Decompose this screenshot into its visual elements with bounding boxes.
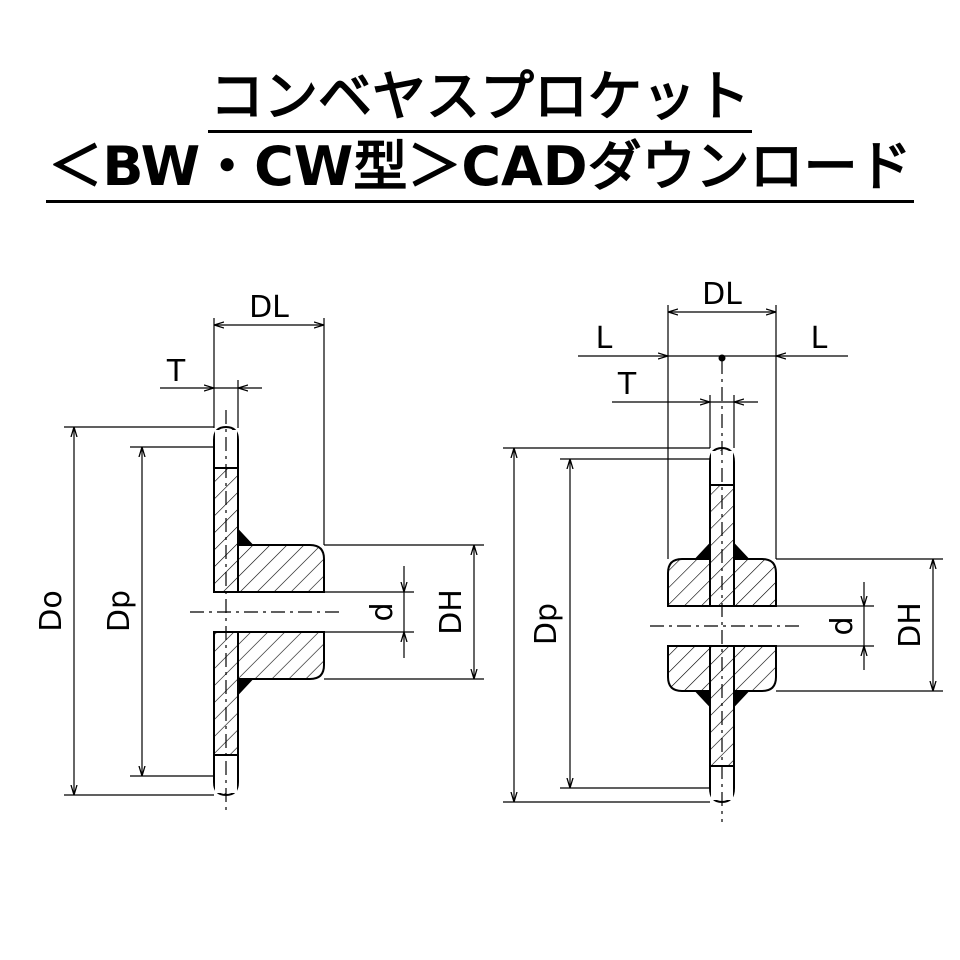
left-label-dh: DH — [434, 589, 469, 635]
left-label-dp: Dp — [102, 590, 137, 632]
right-label-dl: DL — [702, 277, 742, 312]
right-label-l-right: L — [811, 321, 828, 356]
title-line-2: ＜BW・CW型＞CADダウンロード — [0, 140, 960, 203]
left-hub-lower — [237, 631, 325, 680]
right-label-t: T — [617, 367, 637, 402]
title-line-1: コンベヤスプロケット — [0, 70, 960, 133]
right-hub-left-lower — [667, 645, 711, 692]
left-label-do: Do — [34, 590, 69, 631]
right-hub-right-lower — [733, 645, 777, 692]
left-hub-upper — [237, 544, 325, 593]
title-line-1-text: コンベヤスプロケット — [208, 70, 752, 133]
right-label-dp: Dp — [529, 603, 564, 645]
left-label-d: d — [365, 602, 400, 621]
right-hub-right-upper — [733, 558, 777, 607]
right-label-dh: DH — [893, 602, 928, 648]
left-label-t: T — [166, 354, 186, 389]
left-label-dl: DL — [249, 290, 289, 325]
right-hub-left-upper — [667, 558, 711, 607]
right-label-l-left: L — [596, 321, 613, 356]
right-label-d: d — [825, 616, 860, 635]
right-sprocket-drawing — [503, 305, 943, 822]
left-sprocket-drawing — [64, 318, 484, 815]
title-line-2-text: ＜BW・CW型＞CADダウンロード — [46, 140, 914, 203]
